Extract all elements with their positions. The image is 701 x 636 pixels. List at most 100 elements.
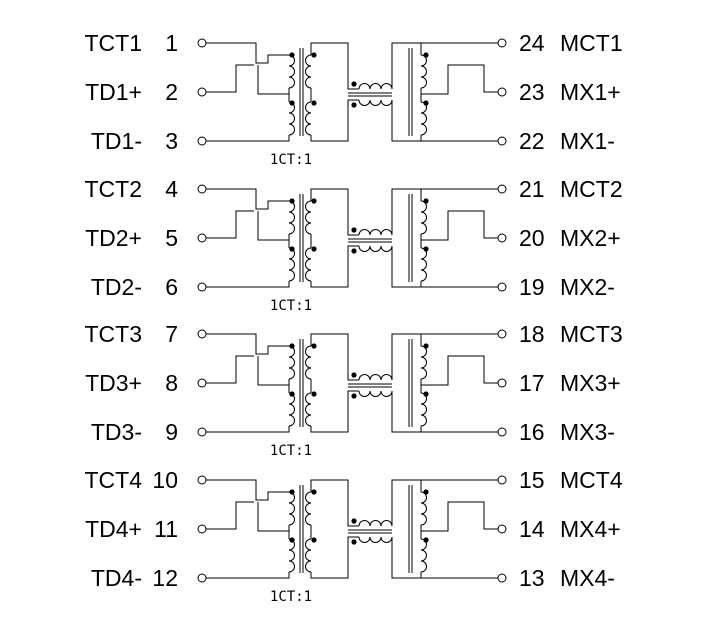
winding	[420, 538, 427, 573]
polarity-dot	[311, 100, 317, 106]
winding	[305, 538, 312, 573]
polarity-dot	[311, 489, 317, 495]
winding	[358, 245, 393, 252]
pin-name: MX2-	[560, 274, 615, 300]
winding	[305, 392, 312, 427]
wire-choke-in-bot	[347, 390, 359, 396]
terminal-left	[197, 233, 207, 243]
winding	[358, 536, 393, 543]
pin-name: TCT4	[85, 467, 143, 493]
wire-tct	[206, 479, 289, 501]
wire-q-top	[420, 188, 422, 201]
wire-choke-in-top	[347, 374, 359, 381]
winding	[305, 491, 312, 526]
terminal-left	[197, 378, 207, 388]
pin-number: 8	[165, 370, 178, 396]
wire-choke-out-top	[391, 333, 420, 380]
wire-td-minus	[206, 135, 290, 142]
terminal-left	[197, 524, 207, 534]
winding	[420, 54, 427, 89]
wire-choke-out-bot	[391, 391, 420, 433]
terminal-right	[497, 38, 507, 48]
pin-number: 22	[519, 128, 545, 154]
pin-number: 21	[519, 176, 545, 202]
wire-tct	[206, 188, 289, 210]
winding	[305, 200, 312, 235]
pin-name: MX4+	[560, 516, 621, 542]
polarity-dot	[423, 489, 429, 495]
winding	[420, 247, 427, 282]
winding	[420, 345, 427, 380]
polarity-dot	[289, 246, 295, 252]
pin-name: TCT2	[85, 176, 143, 202]
winding	[305, 247, 312, 282]
pin-number: 20	[519, 225, 545, 251]
terminal-left	[197, 136, 207, 146]
pin-number: 16	[519, 419, 545, 445]
wire-sec-bot	[310, 105, 349, 142]
pin-name: TD3+	[85, 370, 142, 396]
pin-name: MCT3	[560, 321, 623, 347]
winding	[420, 392, 427, 427]
winding	[288, 491, 295, 526]
terminal-right	[497, 329, 507, 339]
winding	[358, 229, 393, 236]
pin-name: MCT1	[560, 30, 623, 56]
pin-number: 15	[519, 467, 545, 493]
pin-number: 11	[154, 516, 178, 542]
pin-name: MX2+	[560, 225, 621, 251]
terminal-right	[497, 282, 507, 292]
wire-sec-bot	[310, 251, 349, 288]
turns-ratio: 1CT:1	[270, 152, 312, 168]
wire-choke-in-top	[347, 520, 359, 527]
wire-choke-out-bot	[391, 100, 420, 142]
terminal-right	[497, 184, 507, 194]
wire-td-plus	[206, 355, 254, 384]
wire-choke-out-bot	[391, 246, 420, 288]
pin-name: MCT2	[560, 176, 623, 202]
polarity-dot	[351, 227, 357, 233]
winding	[358, 390, 393, 397]
polarity-dot	[311, 52, 317, 58]
turns-ratio: 1CT:1	[270, 589, 312, 605]
wire-td-plus	[206, 64, 254, 93]
terminal-left	[197, 475, 207, 485]
wire-mx-plus	[421, 501, 498, 532]
terminal-right	[497, 136, 507, 146]
wire-choke-out-top	[391, 479, 420, 526]
pin-number: 4	[165, 176, 178, 202]
wire-tct	[206, 42, 289, 64]
wire-sec-bot	[310, 542, 349, 579]
polarity-dot	[351, 81, 357, 87]
wire-td-minus	[206, 281, 290, 288]
wire-choke-in-top	[347, 229, 359, 236]
terminal-right	[497, 427, 507, 437]
terminal-left	[197, 184, 207, 194]
terminal-right	[497, 573, 507, 583]
pin-name: MX1-	[560, 128, 615, 154]
pin-name: TD3-	[91, 419, 142, 445]
terminal-left	[197, 329, 207, 339]
pin-number: 5	[165, 225, 178, 251]
pin-number: 12	[152, 565, 178, 591]
wire-mx-plus	[421, 355, 498, 386]
wire-center-tap	[257, 211, 290, 248]
polarity-dot	[351, 102, 357, 108]
wire-sec-top	[310, 479, 349, 520]
wire-choke-in-bot	[347, 245, 359, 251]
polarity-dot	[311, 537, 317, 543]
wire-q-top	[420, 479, 422, 492]
polarity-dot	[311, 391, 317, 397]
polarity-dot	[289, 489, 295, 495]
wire-mx-plus	[421, 64, 498, 95]
polarity-dot	[423, 537, 429, 543]
wire-mx-plus	[421, 210, 498, 241]
polarity-dot	[423, 246, 429, 252]
polarity-dot	[289, 100, 295, 106]
winding	[420, 101, 427, 136]
polarity-dot	[311, 198, 317, 204]
wire-q-top	[420, 42, 422, 55]
wire-center-tap	[257, 356, 290, 393]
terminal-right	[497, 233, 507, 243]
